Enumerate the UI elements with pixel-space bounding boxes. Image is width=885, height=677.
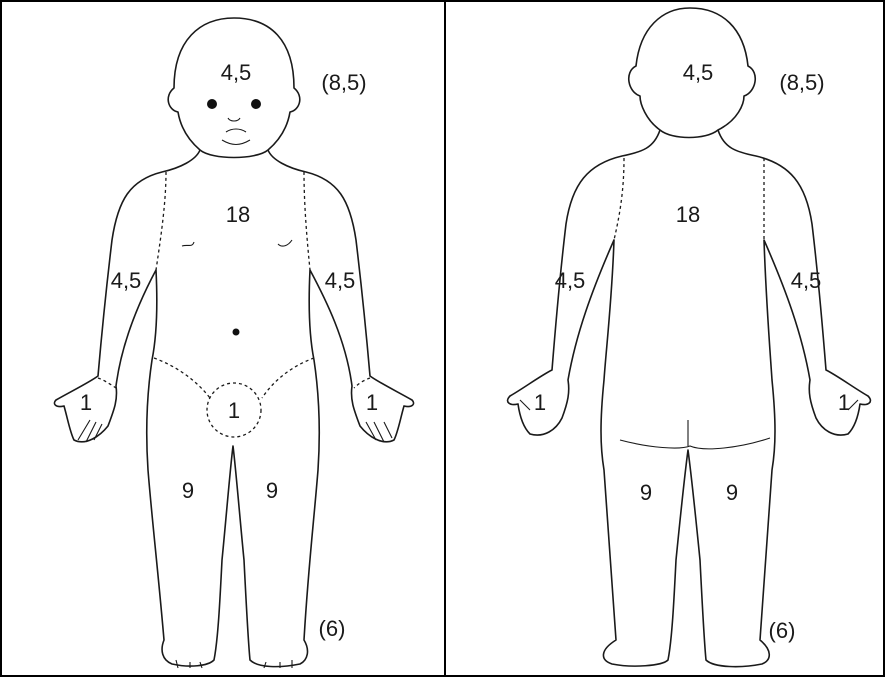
front-arm-right-label: 4,5	[325, 268, 356, 293]
front-chest-right	[278, 240, 292, 246]
back-head-older-label: (8,5)	[779, 70, 824, 95]
back-leg-left-label: 9	[640, 480, 652, 505]
back-head-label: 4,5	[683, 60, 714, 85]
front-arm-left-label: 4,5	[111, 268, 142, 293]
back-leg-older-label: (6)	[769, 618, 796, 643]
front-groin-left-dash	[154, 358, 210, 398]
front-fingers-left	[78, 420, 102, 442]
back-hand-right-label: 1	[838, 390, 850, 415]
front-fingers-right	[366, 422, 392, 442]
front-head-label: 4,5	[221, 60, 252, 85]
front-leg-older-label: (6)	[319, 616, 346, 641]
back-thumb-left	[520, 400, 530, 410]
front-shoulder-left-dash	[156, 172, 166, 270]
front-eye-right	[251, 99, 261, 109]
front-groin-right-dash	[262, 358, 314, 398]
front-view: 4,5 (8,5) 18 4,5 4,5 1 1 1 9 9 (6)	[54, 18, 413, 668]
front-head-outline	[168, 18, 300, 158]
front-wrist-left-dash	[98, 378, 116, 388]
back-arm-right-label: 4,5	[791, 268, 822, 293]
front-shoulder-right-dash	[304, 172, 310, 270]
front-head-older-label: (8,5)	[321, 70, 366, 95]
front-hand-left-label: 1	[80, 390, 92, 415]
front-trunk-label: 18	[226, 202, 250, 227]
back-view: 4,5 (8,5) 18 4,5 4,5 1 1 9 9 (6)	[508, 8, 871, 667]
back-gluteal-fold	[620, 438, 770, 449]
front-leg-left-label: 9	[182, 478, 194, 503]
back-shoulder-left-dash	[614, 158, 624, 240]
back-trunk-label: 18	[676, 202, 700, 227]
front-genital-label: 1	[228, 398, 240, 423]
back-hand-left-label: 1	[534, 390, 546, 415]
front-eye-left	[207, 99, 217, 109]
back-arm-left-label: 4,5	[555, 268, 586, 293]
back-leg-right-label: 9	[726, 480, 738, 505]
front-hand-right-label: 1	[366, 390, 378, 415]
front-wrist-right-dash	[354, 378, 370, 388]
front-chest-left	[182, 242, 194, 246]
front-navel	[233, 329, 240, 336]
front-leg-right-label: 9	[266, 478, 278, 503]
